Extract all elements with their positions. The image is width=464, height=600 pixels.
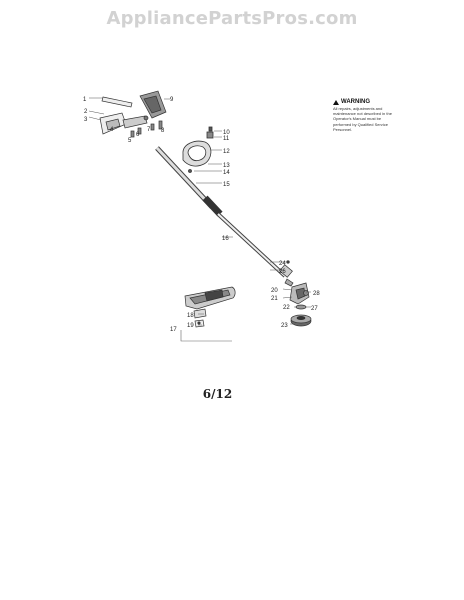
trimmer-head-parts bbox=[279, 260, 312, 327]
watermark: AppliancePartsPros.com bbox=[106, 8, 358, 29]
leader-lines bbox=[88, 97, 311, 326]
callout-9: 9 bbox=[170, 97, 174, 103]
callout-21: 21 bbox=[271, 296, 278, 302]
callout-11: 11 bbox=[223, 136, 230, 142]
callout-numbers: 1 2 3 4 5 6 7 8 9 10 11 12 13 14 15 16 1… bbox=[83, 97, 320, 333]
callout-26: 26 bbox=[279, 269, 286, 275]
spacer-part bbox=[295, 304, 307, 310]
callout-2: 2 bbox=[84, 109, 88, 115]
callout-15: 15 bbox=[223, 182, 230, 188]
callout-22: 22 bbox=[283, 305, 290, 311]
callout-18: 18 bbox=[187, 313, 194, 319]
guard-parts bbox=[180, 286, 236, 342]
warning-title: WARNING bbox=[341, 99, 370, 105]
warning-notice: WARNING All repairs, adjustments and mai… bbox=[333, 99, 399, 132]
throttle-handle-parts bbox=[99, 90, 167, 138]
trigger-part bbox=[122, 115, 148, 129]
callout-24: 24 bbox=[279, 261, 286, 267]
callout-12: 12 bbox=[223, 149, 230, 155]
drive-shaft-part bbox=[155, 146, 287, 278]
callout-20: 20 bbox=[271, 288, 278, 294]
callout-10: 10 bbox=[223, 130, 230, 136]
callout-5: 5 bbox=[128, 138, 132, 144]
callout-19: 19 bbox=[187, 323, 194, 329]
callout-16: 16 bbox=[222, 236, 229, 242]
callout-4: 4 bbox=[110, 127, 114, 133]
callout-1: 1 bbox=[83, 97, 87, 103]
callout-14: 14 bbox=[223, 170, 230, 176]
assist-handle-part bbox=[182, 126, 214, 173]
warning-text: All repairs, adjustments and maintenance… bbox=[333, 106, 392, 132]
callout-6: 6 bbox=[136, 132, 140, 138]
throttle-cable-part bbox=[101, 96, 133, 108]
screw-part bbox=[130, 130, 135, 138]
callout-7: 7 bbox=[147, 127, 151, 133]
page-number: 6/12 bbox=[202, 387, 233, 401]
line-cutter-part bbox=[193, 308, 207, 319]
warning-triangle-icon bbox=[333, 100, 339, 105]
callout-17: 17 bbox=[170, 327, 177, 333]
callout-8: 8 bbox=[161, 128, 165, 134]
callout-28: 28 bbox=[313, 291, 320, 297]
callout-13: 13 bbox=[223, 163, 230, 169]
callout-3: 3 bbox=[84, 117, 88, 123]
callout-27: 27 bbox=[311, 306, 318, 312]
callout-23: 23 bbox=[281, 323, 288, 329]
